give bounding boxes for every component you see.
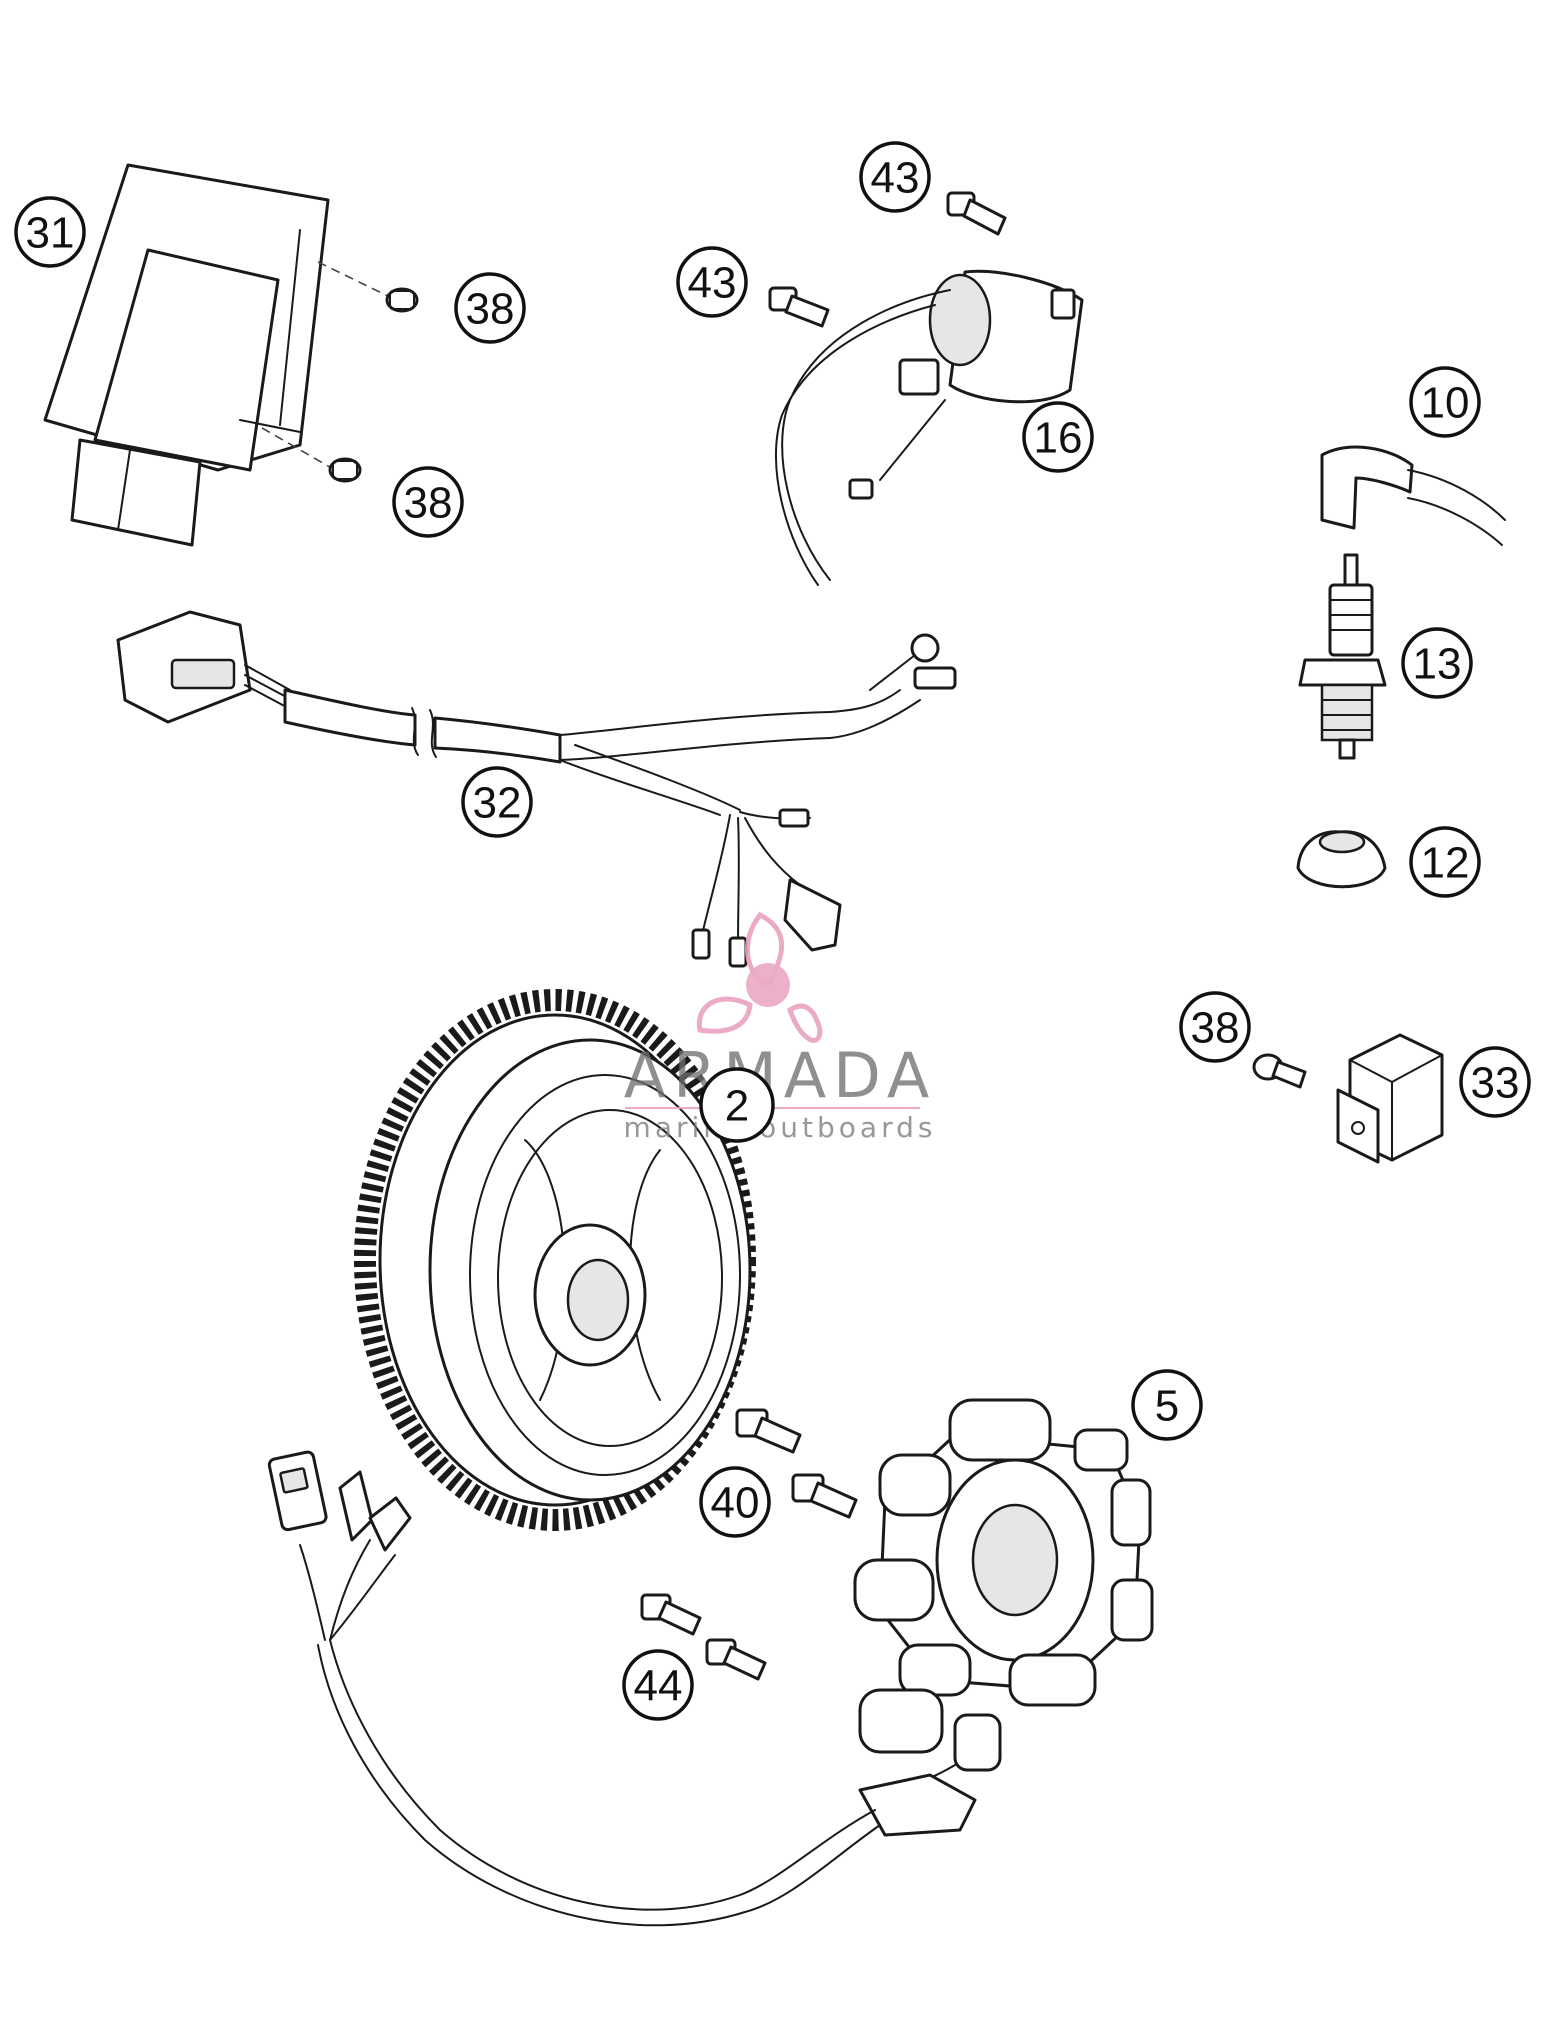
callout-32: 32 [461,766,533,838]
callout-10: 10 [1409,366,1481,438]
callout-5: 5 [1131,1369,1203,1441]
ignition-coil [775,269,1084,586]
callout-43-label: 43 [871,154,920,203]
callout-38-relay: 38 [1179,991,1251,1063]
callout-38-label: 38 [1191,1004,1240,1053]
flywheel-rotor [354,989,756,1531]
callout-32-label: 32 [473,779,522,828]
cdi-screw-lower [328,457,362,483]
armada-watermark: ARMADA marine outboards [624,911,937,1144]
callout-40: 40 [699,1466,771,1538]
callout-44: 44 [622,1649,694,1721]
callout-43-label: 43 [688,259,737,308]
rubber-grommet [1296,830,1387,889]
coil-screw-lower [768,286,830,328]
callout-38-cdi-lower: 38 [392,466,464,538]
watermark-brand: ARMADA [624,1039,936,1112]
callout-43-lower: 43 [676,246,748,318]
spark-plug-cap [1320,445,1506,546]
callout-10-label: 10 [1421,379,1470,428]
callout-43-upper: 43 [859,141,931,213]
callout-12: 12 [1409,826,1481,898]
callout-38-cdi-upper: 38 [454,272,526,344]
stator-bolt-44-upper [640,1593,702,1636]
callout-13-label: 13 [1413,640,1462,689]
callout-33-label: 33 [1471,1059,1520,1108]
stator-assembly [853,1398,1154,1837]
callout-33: 33 [1459,1046,1531,1118]
callout-44-label: 44 [634,1662,683,1711]
relay-screw [1252,1053,1307,1089]
relay-module [1336,1033,1444,1164]
callout-38-label: 38 [466,285,515,334]
stator-bolt-40-upper [735,1408,802,1454]
callout-31: 31 [14,196,86,268]
cdi-screw-upper [385,287,419,313]
stator-bolt-40-lower [791,1473,858,1519]
callout-12-label: 12 [1421,839,1470,888]
callout-16: 16 [1022,401,1094,473]
propeller-logo-icon [696,911,823,1043]
watermark-tagline: marine outboards [624,1111,937,1144]
spark-plug [1298,553,1387,760]
callout-16-label: 16 [1034,414,1083,463]
callout-31-label: 31 [26,209,75,258]
stator-bolt-44-lower [705,1638,767,1681]
callout-38-label: 38 [404,479,453,528]
coil-screw-upper [946,191,1007,236]
callout-2: 2 [699,1067,775,1143]
callout-40-label: 40 [711,1479,760,1528]
callout-2-label: 2 [725,1082,749,1131]
cdi-unit [43,163,393,547]
callout-13: 13 [1401,627,1473,699]
callout-5-label: 5 [1155,1382,1179,1431]
wiring-harness [116,610,957,968]
stator-cable [267,1450,881,1927]
